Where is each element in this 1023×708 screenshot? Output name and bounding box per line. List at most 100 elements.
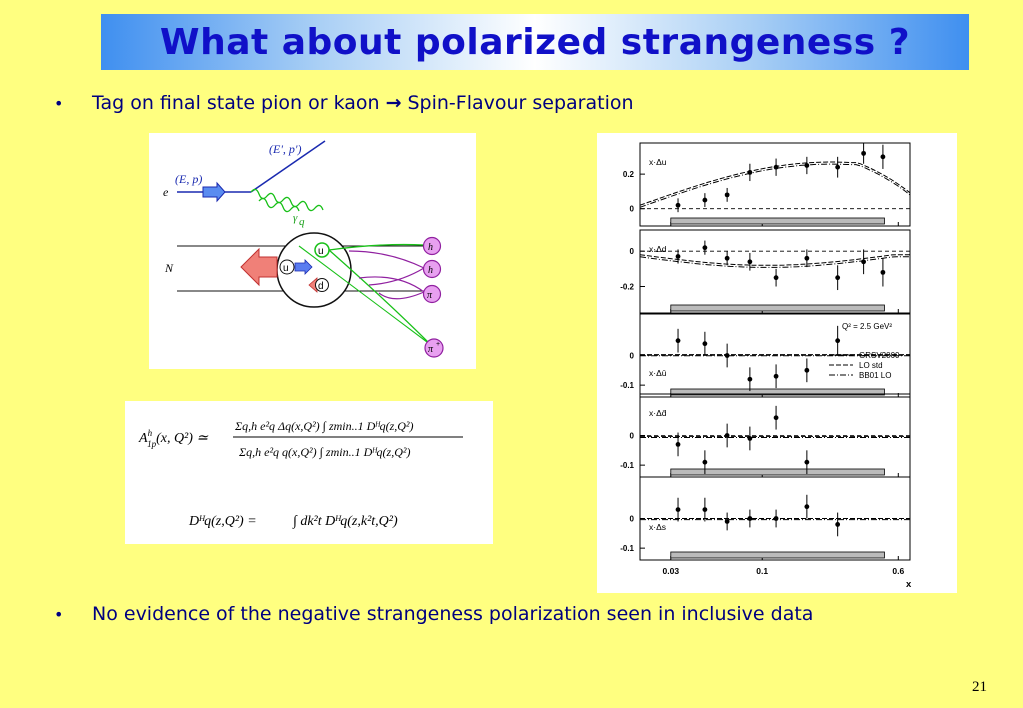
panel-label: x·Δs [649,522,666,532]
d-quark [315,278,329,292]
theory-curve-bb01 [639,256,910,268]
hadron-bubble [422,284,442,304]
data-point [702,341,708,347]
beam-in-label: (E, p) [175,172,202,186]
data-point [702,459,708,465]
y-tick-label: 0 [630,515,635,524]
formula-numerator: Σq,h e²q Δq(x,Q²) ∫ zmin..1 Dᴴq(z,Q²) [234,419,414,433]
x-tick-label: 0.6 [892,566,904,576]
x-tick-label: 0.03 [663,566,680,576]
data-point [804,163,810,168]
theory-curve-grsv [639,254,910,266]
scattered-electron-line [250,140,326,193]
y-tick-label: 0.2 [623,170,635,179]
u-quark-struck-label: u [318,246,324,257]
data-point [835,338,841,344]
bullet-2-text: No evidence of the negative strangeness … [92,603,814,625]
x-tick-label: 0.1 [756,566,768,576]
u-quark-in-label: u [283,263,289,274]
fragmentation-lhs: Dᴴq(z,Q²) = [188,514,257,529]
y-tick-label: -0.2 [620,283,634,292]
panel-frame [639,142,911,227]
data-point [804,367,810,373]
data-point [773,373,779,379]
asym-sub: 1p [147,439,157,449]
data-point [702,197,708,203]
y-tick-label: -0.1 [620,381,634,390]
photon-label: γ [293,212,298,224]
hadron-label: h [428,265,433,276]
hadron-bubble [422,259,442,279]
bullet-1-tail: Spin-Flavour separation [407,92,634,114]
data-point [773,275,779,281]
data-point [835,164,841,170]
data-point [880,154,886,160]
hadron-label: h [428,242,433,253]
panel-label: x·Δū [649,368,667,378]
x-axis-label: x [906,579,912,590]
hadron-bubble [424,338,444,358]
data-point [747,169,753,175]
bullet-dot: • [54,604,64,624]
q-label: q [299,216,305,228]
panel-label: x·Δu [649,157,667,167]
data-point [724,255,730,261]
scattering-diagram-svg: e (E, p) (E', p') γ q N u d u h h [163,140,444,358]
hadron-label: π [428,344,434,355]
panel-label: x·Δd̄ [649,408,667,418]
y-tick-label: 0 [630,352,635,361]
data-point [747,259,753,265]
fragmentation-rhs: ∫ dk²t Dᴴq(z,k²t,Q²) [292,514,398,529]
hadron-line [328,249,432,346]
d-quark-label: d [318,281,324,292]
asym-sup: h [148,428,153,438]
scattering-diagram: e (E, p) (E', p') γ q N u d u h h [149,133,476,369]
formula-denominator: Σq,h e²q q(x,Q²) ∫ zmin..1 Dᴴq(z,Q²) [238,445,410,459]
beam-arrow-icon [202,181,226,203]
data-point [724,433,730,438]
y-tick-label: 0 [630,205,635,214]
hadron-bubble [422,236,442,256]
theory-curve-bb01 [639,163,911,208]
data-point [675,202,681,208]
fragmentation-loop [348,250,426,286]
data-point [724,353,730,358]
fragmentation-loop [358,276,426,300]
data-point [804,255,810,261]
data-point [804,459,810,465]
virtual-photon-line [250,188,324,212]
data-point [724,192,730,198]
nucleon-spin-arrow-icon [240,247,278,287]
y-tick-label: -0.1 [620,461,634,470]
bullet-dot: • [54,93,64,113]
right-arrow-icon: → [385,92,402,114]
legend-entry: LO std [859,361,883,370]
bullet-1-text: Tag on final state pion or kaon [92,92,380,114]
systematic-band [670,217,885,225]
data-point [861,150,867,156]
systematic-band [670,551,885,559]
data-point [835,275,841,281]
u-spin-arrow-icon [294,259,313,275]
data-point [835,522,841,527]
hadron-line [328,243,425,251]
data-point [880,269,886,275]
systematic-band [670,468,885,476]
y-tick-label: 0 [630,247,635,256]
q2-annotation: Q² = 2.5 GeV² [842,322,892,331]
bullet-2: • No evidence of the negative strangenes… [54,603,813,625]
beam-out-label: (E', p') [269,142,301,156]
virtual-photon-line [258,197,300,213]
u-quark-in [279,259,295,275]
data-point [861,259,867,265]
data-point [702,507,708,513]
data-point [773,164,779,170]
asym-args: (x, Q²) ≃ [156,431,208,446]
title-bar: What about polarized strangeness ? [101,14,969,70]
data-point [804,504,810,510]
data-point [747,436,753,441]
electron-label: e [163,185,169,199]
